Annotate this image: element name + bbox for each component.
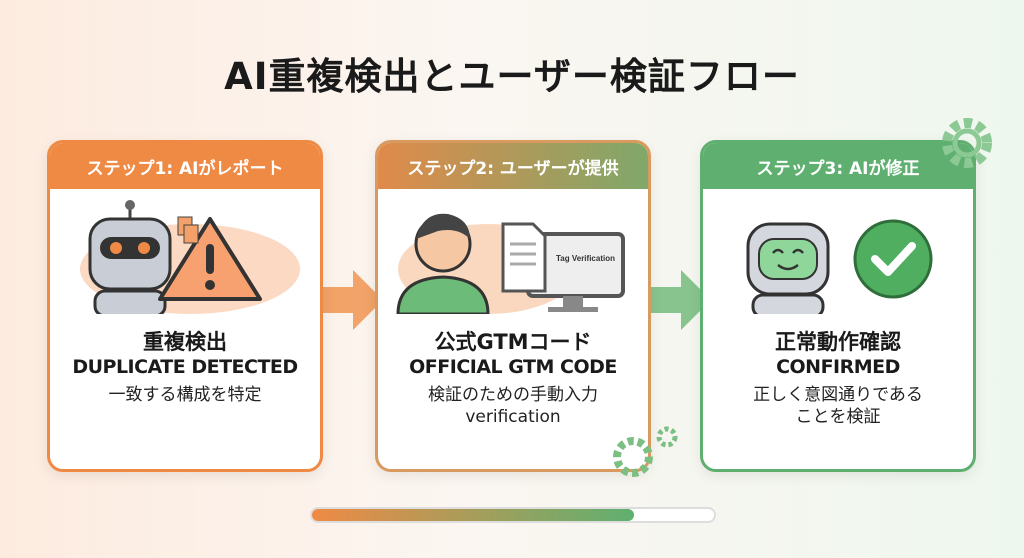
step-title-en: CONFIRMED bbox=[776, 356, 900, 378]
robot-icon bbox=[88, 200, 172, 318]
desc-line: verification bbox=[465, 407, 561, 427]
step-header: ステップ1: AIがレポート bbox=[50, 143, 320, 189]
desc-line: 検証のための手動入力 bbox=[428, 385, 598, 405]
progress-fill bbox=[312, 509, 634, 521]
arrow-right-icon bbox=[318, 270, 383, 330]
robot-warning-illustration bbox=[80, 200, 300, 318]
step-1-card: ステップ1: AIがレポート 重複検出 DUPLICATE DETECTED 一… bbox=[47, 140, 323, 472]
gear-icon bbox=[613, 426, 678, 477]
user-code-illustration: Tag Verification bbox=[396, 213, 625, 316]
check-circle-icon bbox=[853, 219, 933, 299]
user-icon bbox=[396, 213, 490, 316]
step-description: 正しく意図通りであることを検証 bbox=[703, 384, 973, 428]
step-title-ja: 公式GTMコード bbox=[434, 330, 592, 354]
step-3-card: ステップ3: AIが修正 正常動作確認 CONFIRMED 正しく意図通りである… bbox=[700, 140, 976, 472]
step-title-en: OFFICIAL GTM CODE bbox=[409, 356, 617, 378]
warning-icon bbox=[158, 217, 262, 301]
screen-label: Tag Verification bbox=[556, 254, 615, 263]
robot-confirm-illustration bbox=[746, 219, 933, 319]
desc-line: ことを検証 bbox=[795, 407, 881, 427]
progress-bar bbox=[310, 507, 716, 523]
desc-line: 正しく意図通りである bbox=[753, 385, 923, 405]
arrow-right-icon bbox=[646, 270, 711, 330]
step-2-card: ステップ2: ユーザーが提供 Tag Verification 公式GTMコード… bbox=[375, 140, 651, 472]
robot-icon bbox=[746, 222, 830, 319]
page-title: AI重複検出とユーザー検証フロー bbox=[224, 55, 800, 98]
gear-icon bbox=[942, 118, 992, 168]
document-icon bbox=[177, 216, 199, 244]
step-title-ja: 重複検出 bbox=[143, 330, 227, 354]
step-title-en: DUPLICATE DETECTED bbox=[72, 356, 298, 378]
step-header: ステップ2: ユーザーが提供 bbox=[378, 143, 648, 189]
step-header: ステップ3: AIが修正 bbox=[703, 143, 973, 189]
step-title-ja: 正常動作確認 bbox=[775, 330, 901, 354]
step-description: 一致する構成を特定 bbox=[108, 385, 262, 405]
document-icon bbox=[501, 222, 547, 293]
